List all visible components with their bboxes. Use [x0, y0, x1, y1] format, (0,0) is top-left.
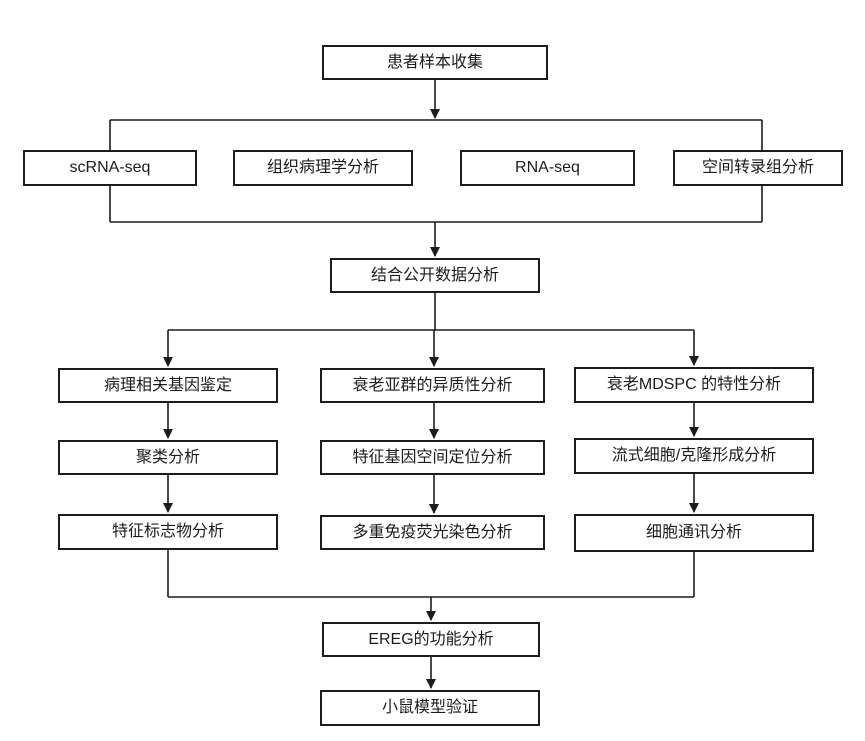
- flow-node-cell-communication-analysis: 细胞通讯分析: [574, 514, 814, 552]
- flow-node-senescent-subpopulation-heterogeneity-analysis: 衰老亚群的异质性分析: [320, 368, 545, 403]
- flow-node-multiplex-immunofluorescence-staining-analysis: 多重免疫荧光染色分析: [320, 515, 545, 550]
- flow-node-signature-gene-spatial-localization-analysis: 特征基因空间定位分析: [320, 440, 545, 475]
- flow-node-pathology-related-gene-identification: 病理相关基因鉴定: [58, 368, 278, 403]
- flow-node-spatial-transcriptomics-analysis: 空间转录组分析: [673, 150, 843, 186]
- flow-node-senescent-mdspc-characteristic-analysis: 衰老MDSPC 的特性分析: [574, 367, 814, 403]
- flow-node-flow-cytometry-clone-formation-analysis: 流式细胞/克隆形成分析: [574, 438, 814, 474]
- flow-node-mouse-model-validation: 小鼠模型验证: [320, 690, 540, 726]
- flow-node-signature-marker-analysis: 特征标志物分析: [58, 514, 278, 550]
- flow-node-rna-seq: RNA-seq: [460, 150, 635, 186]
- flow-node-ereg-functional-analysis: EREG的功能分析: [322, 622, 540, 657]
- flow-node-clustering-analysis: 聚类分析: [58, 440, 278, 475]
- flow-node-histopathology-analysis: 组织病理学分析: [233, 150, 413, 186]
- flow-node-patient-sample-collection: 患者样本收集: [322, 45, 548, 80]
- flow-node-scrna-seq: scRNA-seq: [23, 150, 197, 186]
- flow-node-public-data-integration: 结合公开数据分析: [330, 258, 540, 293]
